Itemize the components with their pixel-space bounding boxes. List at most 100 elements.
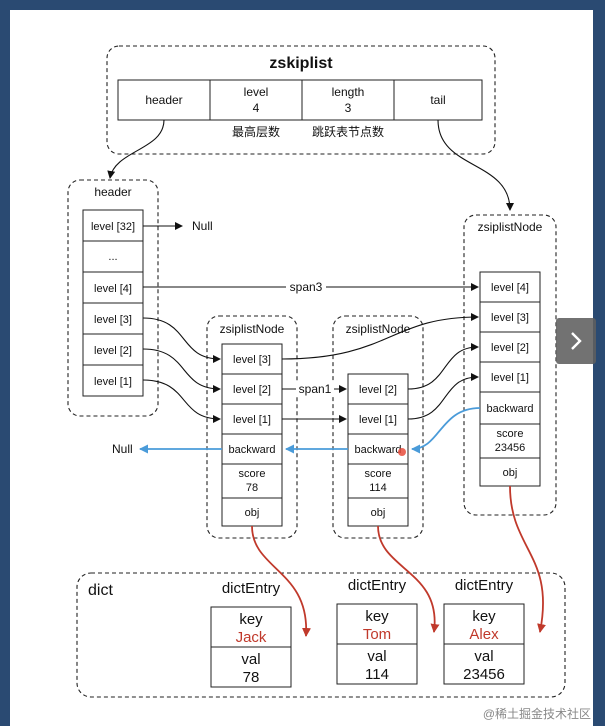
cursor-dot [398,448,406,456]
node-2-backward-label: backward [354,444,401,456]
dict-entry-3-val-value: 23456 [463,666,505,683]
node-1-level-3-cell [221,343,283,375]
dict-entry-1-key-label: key [239,611,263,628]
watermark-label: @稀土掘金技术社区 [482,707,591,721]
node-3-score-value: 23456 [495,442,526,454]
dict-entry-3-key-label: key [472,608,496,625]
header-ellipsis-label: ... [108,251,117,263]
node-3-obj-label: obj [503,467,518,479]
node-1-score-label: score [239,468,266,480]
dict-entry-1-key-value: Jack [236,629,267,646]
node-3-backward-cell [479,391,541,425]
next-image-button[interactable] [556,318,596,364]
node-2-level-2-cell [347,373,409,405]
skiplist-node-3: zsiplistNode level [4] level [3] level [… [463,214,557,516]
dict-entry-3-title: dictEntry [455,577,514,594]
header-level-1-cell [82,364,144,397]
node-1-level-1-cell [221,403,283,435]
obj-pointers [251,485,546,637]
backward-pointers: Null [112,407,481,456]
node-3-level-2-cell [479,331,541,363]
node-2-level-1-arrow [407,373,479,420]
dict-entry-2-title: dictEntry [348,577,407,594]
zskiplist-header-label: header [145,93,182,107]
node-2-obj-arrow [377,525,440,633]
node-2-score-value: 114 [369,482,387,494]
zskiplist-length-value: 3 [345,101,352,115]
node-2-container [332,315,424,539]
node-3-score-cell [479,423,541,459]
node-1-title: zsiplistNode [220,322,285,336]
node-1-level-2-label: level [2] [233,384,271,396]
header-level-2-arrow [142,348,221,393]
node-3-backward-label: backward [486,403,533,415]
header-level-1-arrow [142,379,221,423]
node-2-score-cell [347,463,409,499]
header-level-4-cell [82,271,144,304]
dict-entry-3-key-value: Alex [469,626,499,643]
node-2-score-label: score [365,468,392,480]
dict-entry-1-val-label: val [241,651,260,668]
span1-label: span1 [299,382,332,396]
node-2-level-1-label: level [1] [359,414,397,426]
node-3-obj-cell [479,457,541,487]
zskiplist-level-cell [209,79,303,121]
dict-entry-3-val-label: val [474,648,493,665]
node-1-level-3-arrow [281,313,479,360]
zskiplist-tail-cell [393,79,483,121]
dict-container [76,572,566,698]
node-1-level-3-label: level [3] [233,354,271,366]
node-1-score-value: 78 [246,482,258,494]
node-3-backward-arrow [411,407,481,454]
node-3-level-1-label: level [1] [491,372,529,384]
zskiplist-container [106,45,496,155]
null-left-label: Null [112,442,133,456]
node-3-level-2-label: level [2] [491,342,529,354]
header-level-2-label: level [2] [94,345,132,357]
chevron-right-icon [571,332,582,350]
header-pointer-arrow [107,119,165,179]
header-level-3-cell [82,302,144,335]
null-top-label: Null [192,219,213,233]
node-2-level-1-cell [347,403,409,435]
node-1-container [206,315,298,539]
header-level-2-cell [82,333,144,366]
dict-entry-2-key-value: Tom [363,626,391,643]
span3-label: span3 [290,280,323,294]
zskiplist-length-label: length [332,85,365,99]
span1-label-bg [296,382,334,396]
node-3-container [463,214,557,516]
zskiplist-level-label: level [244,85,269,99]
forward-pointers: Null span3 span1 [107,119,514,423]
header-level-1-label: level [1] [94,376,132,388]
node-1-backward-label: backward [228,444,275,456]
node-2-title: zsiplistNode [346,322,411,336]
node-3-obj-arrow [509,485,546,633]
node-3-level-4-cell [479,271,541,303]
node-1-backward-cell [221,433,283,465]
dict-entry-2-val-label: val [367,648,386,665]
node-3-score-label: score [497,428,524,440]
span3-label-bg [286,280,326,294]
zskiplist-struct: zskiplist header level 4 length 3 tail 最… [106,45,496,155]
header-node-title: header [94,185,131,199]
tail-pointer-arrow [437,119,514,211]
skiplist-node-1: zsiplistNode level [3] level [2] level [… [206,315,298,539]
node-3-level-4-label: level [4] [491,282,529,294]
header-node-container [67,179,159,417]
header-ellipsis-cell [82,240,144,273]
skiplist-node-2: zsiplistNode level [2] level [1] backwar… [332,315,424,539]
node-2-level-2-arrow [407,343,479,390]
dict-title: dict [88,582,113,599]
dict-entry-1-title: dictEntry [222,580,281,597]
node-1-score-cell [221,463,283,499]
header-level-32-label: level [32] [91,221,135,233]
node-3-title: zsiplistNode [478,220,543,234]
zskiplist-length-cell [301,79,395,121]
node-2-obj-cell [347,497,409,527]
node-2-obj-label: obj [371,507,386,519]
dict-entry-2-val-value: 114 [365,666,389,683]
node-1-level-1-label: level [1] [233,414,271,426]
node-3-level-3-label: level [3] [491,312,529,324]
header-level-4-label: level [4] [94,283,132,295]
